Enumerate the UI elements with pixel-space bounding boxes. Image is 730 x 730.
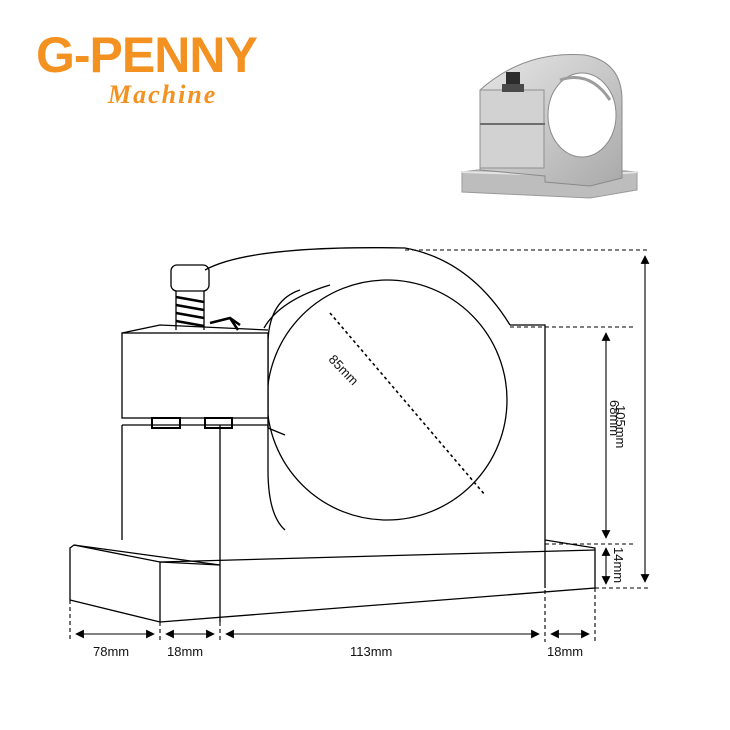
clamp-photo-icon	[461, 53, 638, 199]
body-height-label: 68mm	[607, 400, 622, 436]
dimension-lines	[69, 249, 650, 642]
clamp-line-drawing	[69, 247, 596, 623]
body-width-label: 113mm	[350, 644, 392, 659]
total-height-label: 105mm	[613, 405, 628, 448]
foot-right-width-label: 18mm	[547, 644, 583, 659]
brand-tagline: Machine	[108, 80, 218, 109]
brand-name: G-PENNY	[36, 27, 258, 83]
foot-left-width-label: 18mm	[167, 644, 203, 659]
foot-height-label: 14mm	[611, 547, 626, 583]
foot-front-depth-label: 78mm	[93, 644, 129, 659]
